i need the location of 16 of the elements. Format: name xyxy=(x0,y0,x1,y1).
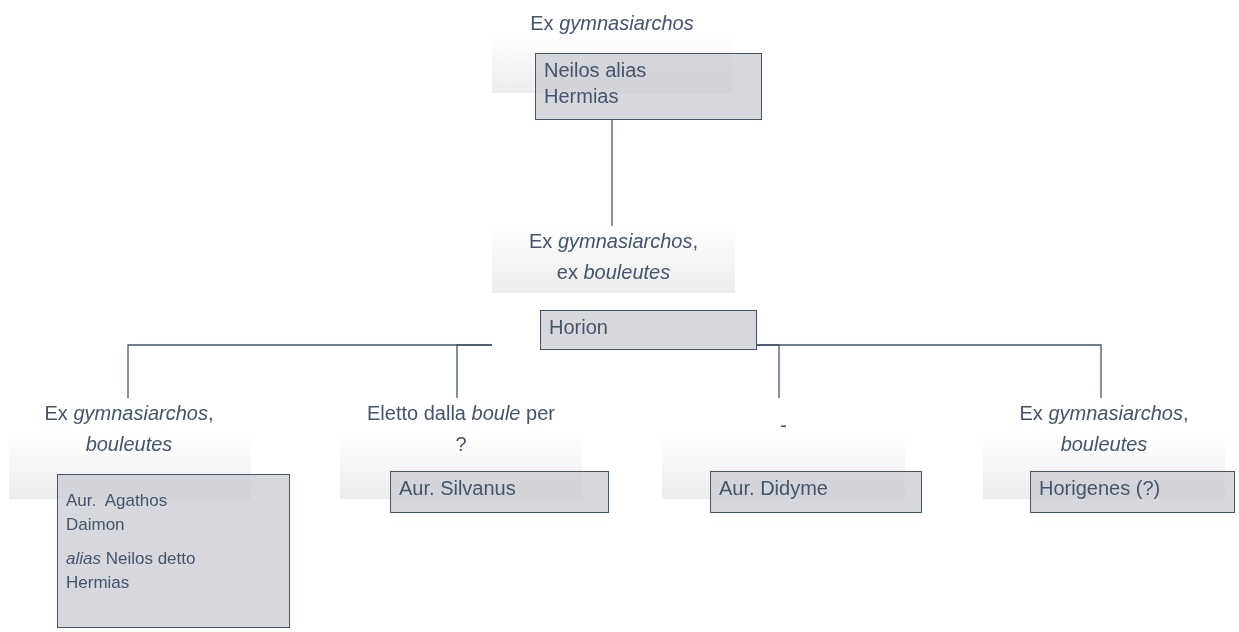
person-name: Aur. Didyme xyxy=(719,477,828,499)
person-name: Neilos alias Hermias xyxy=(544,59,648,107)
connector-line xyxy=(756,344,1102,399)
person-name: Horigenes (?) xyxy=(1039,477,1161,499)
role-heading: Ex gymnasiarchos, bouleutes xyxy=(44,402,214,455)
role-heading: Ex gymnasiarchos, bouleutes xyxy=(1019,402,1189,455)
role-heading: Ex gymnasiarchos, ex bouleutes xyxy=(529,230,698,283)
person-name: alias Neilos detto Hermias xyxy=(66,549,197,592)
person-name: Aur. Silvanus xyxy=(399,477,516,499)
connector-line xyxy=(611,119,613,227)
connector-line xyxy=(456,344,493,399)
person-name: Aur. Agathos Daimon xyxy=(66,491,169,534)
person-name: Horion xyxy=(549,316,608,338)
role-heading: Ex gymnasiarchos xyxy=(530,12,694,34)
role-heading: Eletto dalla boule per ? xyxy=(367,402,555,455)
role-heading: - xyxy=(780,414,787,436)
